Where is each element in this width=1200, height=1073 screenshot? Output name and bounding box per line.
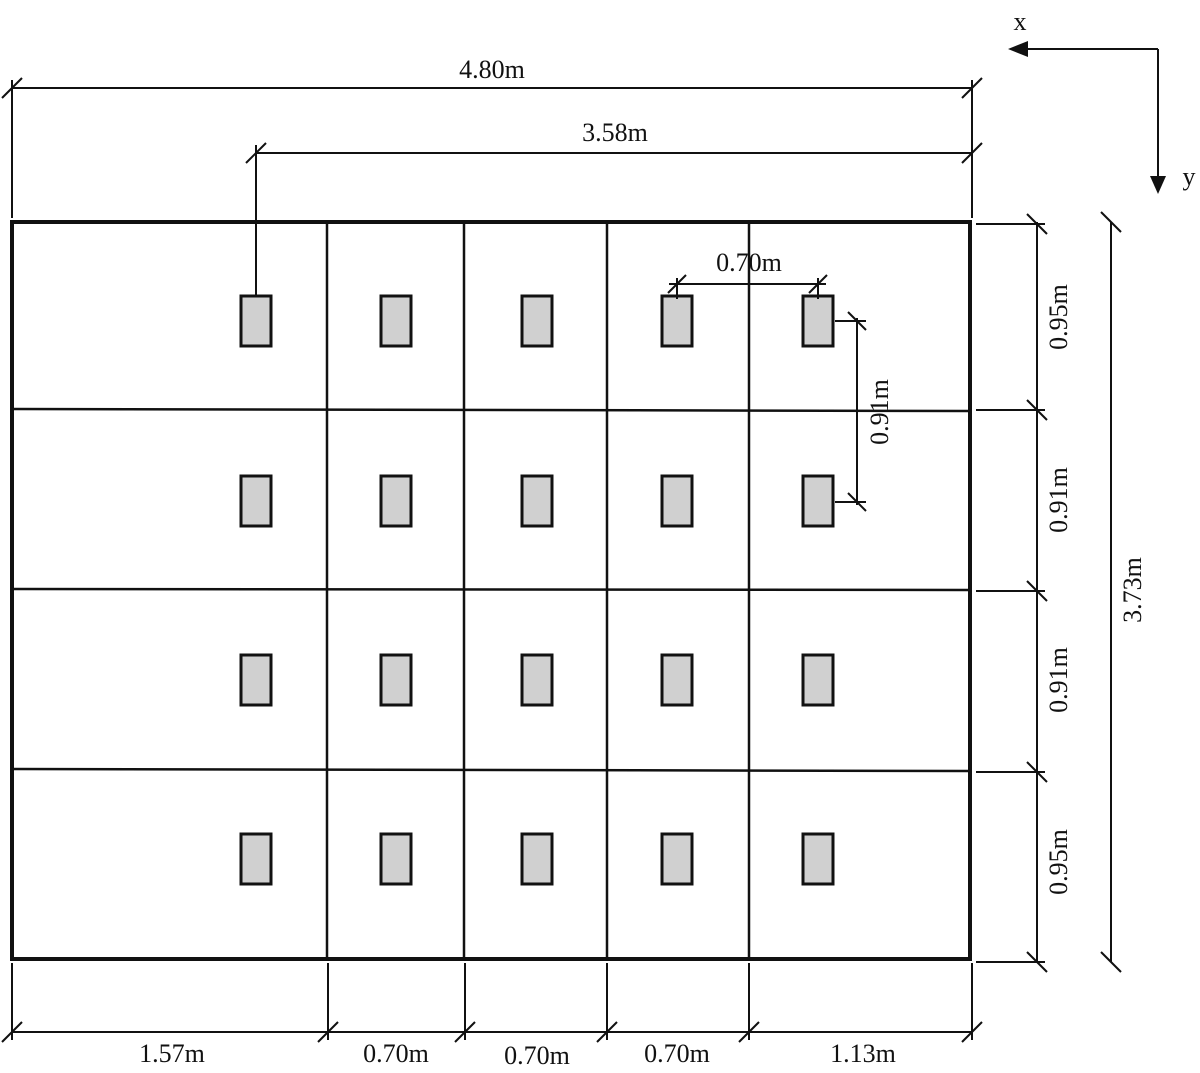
label-bottom-4: 0.70m xyxy=(644,1039,710,1068)
column-r2-c3 xyxy=(520,474,554,528)
column-r4-c1 xyxy=(239,832,273,886)
x-axis-label: x xyxy=(1014,7,1027,36)
dim-overall-width: 4.80m xyxy=(1,55,983,218)
label-right-3: 0.91m xyxy=(1044,647,1073,713)
column-r3-c5 xyxy=(801,653,835,707)
label-offset-width: 3.58m xyxy=(582,118,648,147)
column-r2-c2 xyxy=(379,474,413,528)
dim-offset-width: 3.58m xyxy=(245,118,983,296)
label-column-spacing: 0.70m xyxy=(716,248,782,277)
column-r4-c3 xyxy=(520,832,554,886)
column-r1-c1 xyxy=(239,294,273,348)
dim-overall-depth: 3.73m xyxy=(1100,211,1147,973)
label-bottom-5: 1.13m xyxy=(830,1039,896,1068)
label-row-spacing: 0.91m xyxy=(865,379,894,445)
column-r1-c2 xyxy=(379,294,413,348)
grid-line-h3 xyxy=(11,767,971,773)
column-r2-c5 xyxy=(801,474,835,528)
label-overall-width: 4.80m xyxy=(459,55,525,84)
column-r3-c1 xyxy=(239,653,273,707)
column-r3-c3 xyxy=(520,653,554,707)
column-r4-c5 xyxy=(801,832,835,886)
column-r2-c1 xyxy=(239,474,273,528)
column-r3-c4 xyxy=(660,653,694,707)
column-r4-c2 xyxy=(379,832,413,886)
label-overall-depth: 3.73m xyxy=(1118,557,1147,623)
y-axis-label: y xyxy=(1183,162,1196,191)
column-r2-c4 xyxy=(660,474,694,528)
y-axis-arrow xyxy=(1150,176,1166,194)
column-r1-c4 xyxy=(660,294,694,348)
dim-row-spacing: 0.91m xyxy=(835,311,894,512)
label-bottom-2: 0.70m xyxy=(363,1039,429,1068)
column-r1-c5 xyxy=(801,294,835,348)
dim-right-chain: 0.95m 0.91m 0.91m 0.95m xyxy=(976,213,1073,973)
label-right-2: 0.91m xyxy=(1044,467,1073,533)
dim-bottom-chain: 1.57m 0.70m 0.70m 0.70m 1.13m xyxy=(1,963,983,1070)
column-r3-c2 xyxy=(379,653,413,707)
label-right-1: 0.95m xyxy=(1044,284,1073,350)
column-r1-c3 xyxy=(520,294,554,348)
column-r4-c4 xyxy=(660,832,694,886)
x-axis-arrow xyxy=(1008,41,1028,57)
dim-column-spacing: 0.70m xyxy=(667,248,828,299)
columns-group xyxy=(239,294,835,886)
grid-line-h2 xyxy=(11,587,971,592)
label-right-4: 0.95m xyxy=(1044,829,1073,895)
axis-indicator: x y xyxy=(1008,7,1196,194)
grid-line-h1 xyxy=(11,407,971,413)
label-bottom-3: 0.70m xyxy=(504,1041,570,1070)
label-bottom-1: 1.57m xyxy=(139,1039,205,1068)
slab-outline xyxy=(10,220,972,961)
